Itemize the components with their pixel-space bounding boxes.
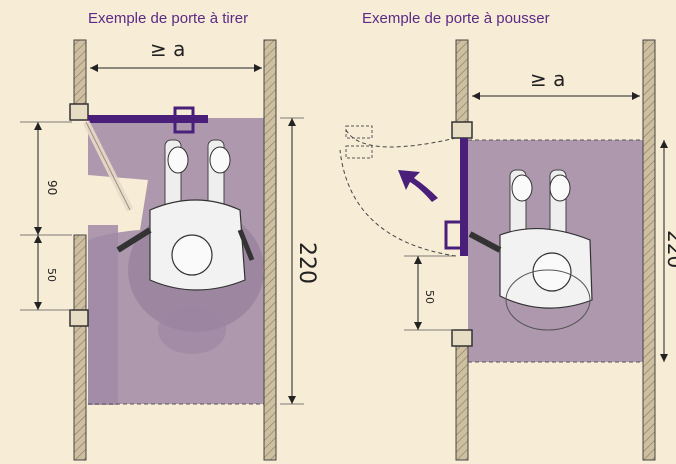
left-wall-upper bbox=[73, 39, 87, 111]
right-depth-dim: 220 bbox=[663, 230, 676, 268]
push-arrow-icon bbox=[398, 170, 438, 202]
left-panel: ≥ a 90 50 220 bbox=[20, 37, 319, 461]
right-wall bbox=[263, 39, 277, 461]
door-leaf-icon-right bbox=[460, 138, 468, 256]
left-wall-lower-right-panel bbox=[455, 334, 469, 461]
left-side-dim: 50 bbox=[45, 268, 58, 282]
right-wall-right-panel bbox=[642, 39, 656, 461]
right-width-label: ≥ a bbox=[530, 67, 565, 91]
right-panel-title: Exemple de porte à pousser bbox=[362, 10, 550, 27]
door-handle-icon-right bbox=[444, 220, 464, 250]
door-handle-icon bbox=[173, 106, 195, 134]
wheelchair-user-icon-right bbox=[468, 169, 593, 331]
left-panel-title: Exemple de porte à tirer bbox=[88, 10, 249, 27]
left-wall-upper-right-panel bbox=[455, 39, 469, 131]
door-leaf-icon bbox=[88, 115, 208, 123]
right-panel: ≥ a 50 220 bbox=[339, 39, 676, 461]
right-side-dim: 50 bbox=[423, 290, 436, 304]
left-depth-dim: 220 bbox=[294, 242, 319, 284]
wheelchair-user-icon bbox=[116, 139, 264, 354]
left-wall-lower bbox=[73, 234, 87, 461]
left-width-label: ≥ a bbox=[150, 37, 185, 61]
left-door-dim: 90 bbox=[45, 180, 59, 195]
